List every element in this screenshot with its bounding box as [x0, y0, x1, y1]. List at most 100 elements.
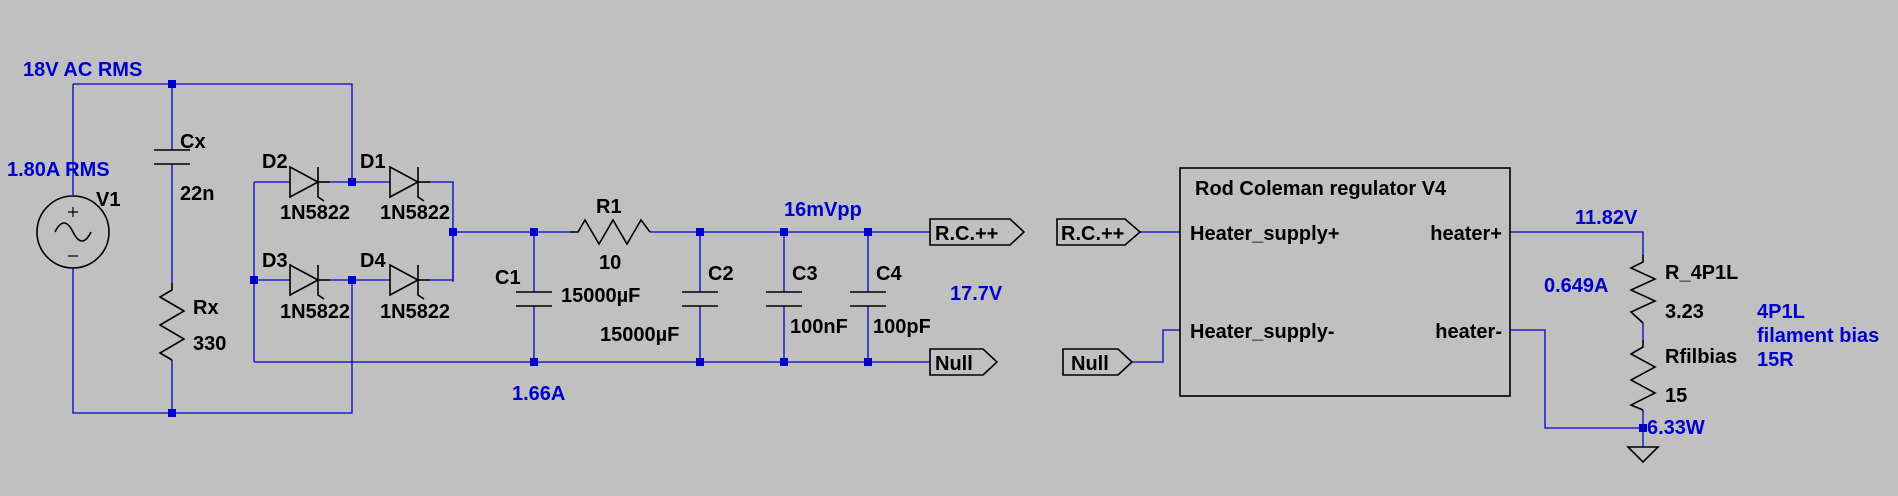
label-rx-name: Rx [193, 297, 219, 319]
net-label-in-null: Null [1071, 353, 1109, 375]
label-d3-name: D3 [262, 250, 288, 272]
resistor-zigzag [1629, 340, 1657, 411]
pin-label-supply-neg: Heater_supply- [1190, 321, 1335, 343]
capacitor-c2 [682, 291, 718, 307]
annotation-bias-power: 6.33W [1647, 417, 1705, 439]
junction [696, 228, 704, 236]
junction [449, 228, 457, 236]
resistor-zigzag [570, 218, 651, 246]
diode-triangle [389, 263, 420, 297]
label-c3-value: 100nF [790, 316, 848, 338]
label-d1-value: 1N5822 [380, 202, 450, 224]
label-cx-name: Cx [180, 131, 206, 153]
label-d4-value: 1N5822 [380, 301, 450, 323]
annotation-heater-voltage: 11.82V [1575, 207, 1638, 229]
diode-bar [417, 265, 425, 300]
net-flag-outline [929, 218, 1026, 246]
label-rfilbias-name: Rfilbias [1665, 346, 1737, 368]
capacitor-plate [766, 291, 802, 307]
capacitor-cx [154, 149, 190, 165]
annotation-voltage-source: 18V AC RMS [23, 59, 142, 81]
resistor-zigzag [1629, 255, 1657, 324]
diode-bar [317, 167, 325, 202]
pin-label-heater-pos: heater+ [1430, 223, 1502, 245]
junction [780, 358, 788, 366]
capacitor-c1 [516, 291, 552, 307]
label-c2-value: 15000µF [600, 324, 679, 346]
resistor-r-4p1l [1629, 255, 1657, 324]
label-c1-value: 15000µF [561, 285, 640, 307]
pin-label-supply-pos: Heater_supply+ [1190, 223, 1340, 245]
ac-source-v1 [36, 195, 110, 269]
diode-triangle [289, 165, 320, 199]
junction [250, 276, 258, 284]
annotation-load-current: 1.66A [512, 383, 565, 405]
net-flag-in-null: Null [1062, 348, 1134, 376]
diode-d4 [389, 263, 430, 300]
label-rx-value: 330 [193, 333, 226, 355]
diode-bar [317, 265, 325, 300]
label-r4p1l-value: 3.23 [1665, 301, 1704, 323]
annotation-supply-voltage: 17.7V [950, 283, 1003, 305]
pin-label-heater-neg: heater- [1435, 321, 1502, 343]
resistor-zigzag [158, 283, 186, 361]
label-d2-value: 1N5822 [280, 202, 350, 224]
spice-annotations: 18V AC RMS 1.80A RMS 1.66A 16mVpp 17.7V … [7, 59, 1879, 439]
label-d4-name: D4 [360, 250, 386, 272]
wire-left-rail [72, 84, 353, 414]
label-v1-name: V1 [96, 189, 120, 211]
wire-heater-neg [1510, 329, 1643, 429]
resistor-rfilbias [1629, 340, 1657, 411]
annotation-heater-current: 0.649A [1544, 275, 1609, 297]
capacitor-c3 [766, 291, 802, 307]
label-d2-name: D2 [262, 151, 288, 173]
diode-triangle [389, 165, 420, 199]
diode-triangle [289, 263, 320, 297]
label-c3-name: C3 [792, 263, 818, 285]
label-rfilbias-value: 15 [1665, 385, 1687, 407]
junction [168, 409, 176, 417]
net-flag-outline [1062, 348, 1134, 376]
junction [530, 228, 538, 236]
annotation-bias-note-1: 4P1L [1757, 301, 1805, 323]
capacitor-plate [850, 291, 886, 307]
junction [1639, 424, 1647, 432]
wire-bridge-bottom [254, 232, 454, 281]
label-d3-value: 1N5822 [280, 301, 350, 323]
net-label-out-null: Null [935, 353, 973, 375]
plus-mark [68, 207, 78, 217]
junctions [168, 80, 1647, 432]
resistor-r1 [570, 218, 651, 246]
ac-source-body [36, 195, 110, 269]
label-cx-value: 22n [180, 183, 214, 205]
label-c4-value: 100pF [873, 316, 931, 338]
label-r1-value: 10 [599, 252, 621, 274]
label-c1-name: C1 [495, 267, 521, 289]
capacitor-plate [682, 291, 718, 307]
junction [864, 228, 872, 236]
annotation-bias-note-2: filament bias [1757, 325, 1879, 347]
net-flag-out-pos: R.C.++ [929, 218, 1026, 246]
diode-d2 [289, 165, 330, 202]
sine-icon [54, 222, 92, 242]
junction [780, 228, 788, 236]
annotation-source-current: 1.80A RMS [7, 159, 110, 181]
net-flag-in-pos: R.C.++ [1056, 218, 1142, 246]
label-c4-name: C4 [876, 263, 902, 285]
label-r4p1l-name: R_4P1L [1665, 262, 1738, 284]
capacitor-plate [516, 291, 552, 307]
annotation-bias-note-3: 15R [1757, 349, 1794, 371]
subcircuit-regulator: Rod Coleman regulator V4 Heater_supply+ … [1179, 167, 1511, 397]
ground-icon [1626, 446, 1660, 464]
junction [696, 358, 704, 366]
junction [864, 358, 872, 366]
capacitor-c4 [850, 291, 886, 307]
subcircuit-box [1179, 167, 1511, 397]
wire-top-rail [73, 83, 353, 182]
ground-symbol [1626, 440, 1660, 464]
resistor-rx [158, 283, 186, 361]
diode-bar [417, 167, 425, 202]
label-d1-name: D1 [360, 151, 386, 173]
label-r1-name: R1 [596, 196, 622, 218]
